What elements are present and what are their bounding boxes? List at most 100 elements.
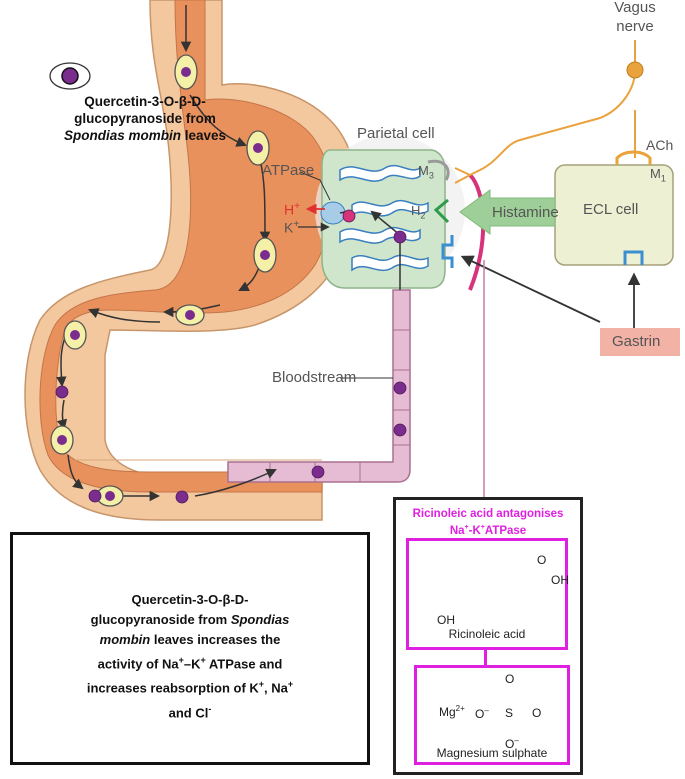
h2-subscript: 2 bbox=[420, 210, 426, 221]
info-line-2b: Spondias bbox=[230, 612, 290, 627]
info-line-5b: , Na bbox=[264, 680, 288, 696]
ecl-cell-label: ECL cell bbox=[583, 201, 639, 218]
m3-label: M3 bbox=[418, 163, 434, 181]
gastrin-receptor bbox=[441, 235, 454, 268]
info-line-1: Quercetin-3-O-β-D- bbox=[131, 592, 249, 607]
legend-leaves: leaves bbox=[180, 128, 227, 143]
info-line-2a: glucopyranoside from bbox=[90, 612, 231, 627]
ricinoleic-atpase: ATPase bbox=[484, 524, 527, 537]
info-na-charge: + bbox=[178, 655, 184, 665]
quercetin-info-text: Quercetin-3-O-β-D- glucopyranoside from … bbox=[13, 590, 367, 723]
h-ion-charge: + bbox=[294, 201, 300, 212]
mg-charge: 2+ bbox=[455, 704, 465, 713]
parietal-cell-label: Parietal cell bbox=[357, 125, 435, 142]
m1-subscript: 1 bbox=[660, 173, 666, 184]
info-line-6a: and Cl bbox=[168, 704, 209, 720]
sulphate-structure-box: Mg2+ O O– S O O– Magnesium sulphate bbox=[414, 665, 570, 765]
ricinoleic-connector bbox=[484, 650, 487, 665]
info-cl-charge: - bbox=[208, 703, 212, 714]
bloodstream-label: Bloodstream bbox=[272, 369, 357, 386]
m1-receptor bbox=[615, 150, 652, 165]
vagus-label-1: Vagus bbox=[614, 0, 656, 16]
h2-label: H2 bbox=[411, 203, 425, 221]
ricinoleic-oh-bottom: OH bbox=[437, 613, 455, 627]
h-ion-text: H bbox=[284, 201, 295, 218]
ricinoleic-oh-top: OH bbox=[551, 573, 569, 587]
legend-line-2: glucopyranoside from bbox=[74, 111, 216, 126]
sulphate-o-bottom-text: O bbox=[505, 737, 515, 751]
legend-line-1: Quercetin-3-O-β-D- bbox=[84, 94, 206, 109]
ricinoleic-na-charge: + bbox=[464, 524, 469, 531]
gastrin-box bbox=[600, 328, 680, 356]
vagus-nerve bbox=[469, 40, 636, 176]
info-line-6: and Cl- bbox=[13, 699, 367, 723]
info-line-2: glucopyranoside from Spondias bbox=[13, 610, 367, 630]
m3-text: M bbox=[418, 163, 429, 178]
k-ion-charge: + bbox=[293, 219, 300, 230]
bloodstream-vessel bbox=[227, 289, 411, 483]
vagus-ganglion bbox=[626, 61, 644, 79]
info-line-4a: activity of Na bbox=[97, 656, 179, 672]
ricinoleic-k: -K bbox=[468, 524, 481, 537]
info-line-5: increases reabsorption of K+, Na+ bbox=[13, 674, 367, 698]
info-na2-charge: + bbox=[287, 679, 294, 690]
pink-membrane bbox=[468, 173, 486, 291]
info-line-3a: mombin bbox=[99, 632, 151, 647]
sulphate-o-bottom-charge: – bbox=[514, 736, 519, 745]
k-ion-text: K bbox=[284, 219, 294, 236]
info-line-3: mombin leaves increases the bbox=[13, 630, 367, 650]
m3-subscript: 3 bbox=[428, 170, 434, 181]
legend-text: Quercetin-3-O-β-D- glucopyranoside from … bbox=[45, 93, 245, 144]
sulphate-o-left: O– bbox=[475, 706, 489, 721]
ricinoleic-title: Ricinoleic acid antagonises Na+-K+ATPase bbox=[396, 507, 580, 538]
h-ion-label: H+ bbox=[284, 201, 300, 218]
molecule-cells bbox=[50, 54, 277, 507]
sulphate-s: S bbox=[505, 706, 514, 720]
ricinoleic-k-charge: + bbox=[480, 524, 485, 531]
sulphate-o-left-charge: – bbox=[484, 706, 489, 715]
atpase-label-line bbox=[299, 171, 331, 201]
gastrin-label: Gastrin bbox=[612, 333, 661, 350]
info-line-4c: ATPase and bbox=[205, 656, 283, 672]
ach-label: ACh bbox=[646, 137, 674, 153]
info-line-4b: –K bbox=[183, 656, 201, 672]
gastrin-to-parietal-arrow bbox=[460, 255, 601, 323]
info-line-3b: leaves increases the bbox=[150, 632, 281, 647]
atpase-label: ATPase bbox=[262, 162, 315, 179]
info-k2-charge: + bbox=[258, 679, 265, 690]
quercetin-info-box: Quercetin-3-O-β-D- glucopyranoside from … bbox=[10, 532, 370, 765]
ricinoleic-title-2: Na+-K+ATPase bbox=[396, 521, 580, 538]
h2-receptor bbox=[433, 198, 450, 224]
m1-text: M bbox=[650, 166, 661, 181]
sulphate-o-top: O bbox=[505, 672, 515, 686]
info-k-charge: + bbox=[200, 655, 206, 665]
info-line-5a: increases reabsorption of K bbox=[86, 680, 259, 696]
mg-ion: Mg2+ bbox=[439, 704, 465, 719]
canaliculi bbox=[339, 164, 429, 272]
ricinoleic-o: O bbox=[537, 553, 547, 567]
vagus-terminal bbox=[454, 167, 471, 184]
ricinoleic-na: Na bbox=[449, 524, 465, 537]
ricinoleic-title-1: Ricinoleic acid antagonises bbox=[412, 508, 564, 520]
m1-label: M1 bbox=[650, 166, 666, 184]
vagus-label: Vagus nerve bbox=[600, 0, 670, 36]
sulphate-o-right: O bbox=[532, 706, 542, 720]
k-ion-label: K+ bbox=[284, 219, 299, 236]
ecl-gastrin-receptor bbox=[623, 250, 644, 265]
vagus-label-2: nerve bbox=[616, 18, 654, 35]
molecule-dots bbox=[55, 209, 407, 504]
info-line-4: activity of Na+–K+ ATPase and bbox=[13, 650, 367, 674]
stomach-inner-lumen bbox=[39, 0, 333, 493]
histamine-label: Histamine bbox=[492, 204, 559, 221]
ricinoleic-structure-box: O OH OH Ricinoleic acid bbox=[406, 538, 569, 650]
histamine-arrow bbox=[459, 189, 556, 235]
sulphate-name: Magnesium sulphate bbox=[436, 746, 548, 760]
h2-text: H bbox=[411, 203, 421, 218]
ricinoleic-name: Ricinoleic acid bbox=[448, 627, 526, 641]
ricinoleic-box: Ricinoleic acid antagonises Na+-K+ATPase bbox=[393, 497, 583, 775]
sulphate-o-bottom: O– bbox=[505, 736, 519, 751]
legend-species: Spondias mombin bbox=[63, 128, 181, 143]
parietal-cell bbox=[321, 149, 446, 289]
eye-icon bbox=[49, 62, 91, 90]
bloodstream-segments bbox=[269, 329, 410, 482]
